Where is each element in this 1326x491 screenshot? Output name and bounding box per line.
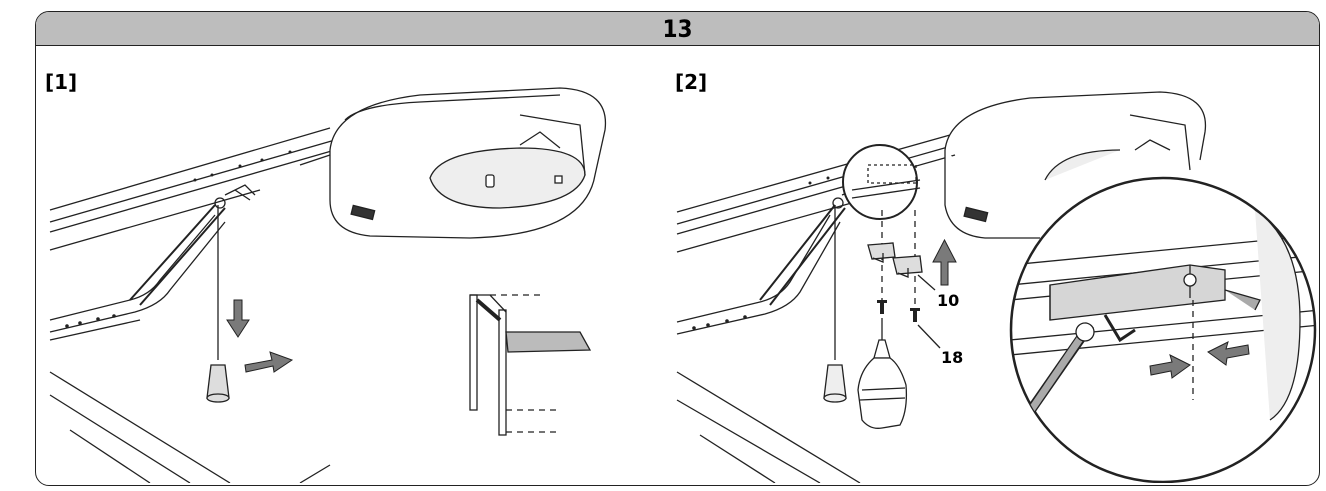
rail-holes-1 [65, 150, 292, 328]
arrows-1 [226, 299, 294, 373]
down-arrow-icon [226, 299, 250, 338]
panel-2-drawing [676, 91, 1317, 483]
callout-10: 10 [937, 291, 959, 310]
panel-2-label: [2] [675, 70, 708, 94]
door-open-sketch [469, 294, 592, 436]
screws [877, 300, 920, 322]
motor-unit-1 [299, 87, 607, 239]
motor-unit-2 [944, 91, 1207, 239]
step-number: 13 [662, 15, 693, 43]
door-frame-1 [49, 214, 331, 483]
release-cord-1 [206, 205, 230, 403]
step-header: 13 [36, 12, 1319, 46]
door-rail-1 [49, 127, 336, 251]
bracket-parts [867, 242, 923, 278]
right-arrow-icon [244, 351, 294, 373]
callout-leaders [917, 274, 941, 349]
release-cord-2 [823, 205, 847, 403]
detail-zoom-circle [1009, 176, 1317, 483]
panel-1-label: [1] [45, 70, 78, 94]
panel-1-drawing [49, 87, 607, 483]
up-arrow-icon [932, 238, 957, 286]
screwdriver-icon [857, 318, 908, 429]
callout-18: 18 [941, 348, 963, 367]
left-arrow-icon [1207, 341, 1250, 366]
door-arm-1 [129, 184, 256, 306]
detail-circle-marker [842, 144, 921, 220]
right-arrow-icon [1149, 354, 1191, 379]
door-frame-2 [676, 214, 861, 483]
